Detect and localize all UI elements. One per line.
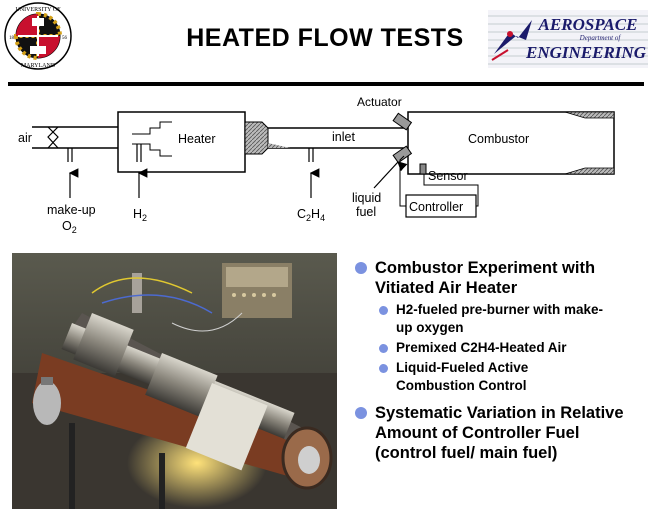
- heater-nozzle: [244, 121, 269, 155]
- bullet-dot-icon: [355, 262, 367, 274]
- subbullet-h2-preburner: H2-fueled pre-burner with make-up oxygen: [379, 301, 645, 337]
- label-liquid-fuel-1: liquid: [352, 191, 381, 205]
- bullet-text-line: Vitiated Air Heater: [375, 279, 518, 297]
- bullet-text-line: Premixed C2H4-Heated Air: [396, 340, 567, 355]
- heater-block: [117, 111, 246, 173]
- seal-bottom-text: MARYLAND: [21, 63, 56, 69]
- header-divider: [8, 82, 644, 86]
- bullet-text-line: Combustor Experiment with: [375, 259, 596, 277]
- actuator-lower-icon: [392, 145, 413, 164]
- label-controller: Controller: [409, 200, 463, 214]
- label-makeup: make-up: [47, 203, 96, 217]
- label-liquid-fuel-2: fuel: [356, 205, 376, 219]
- label-heater: Heater: [178, 132, 216, 146]
- bullet-dot-icon: [355, 407, 367, 419]
- label-air: air: [18, 131, 32, 145]
- bullet-text-line: (control fuel/ main fuel): [375, 444, 558, 462]
- test-rig-photo-icon: [12, 253, 337, 509]
- test-rig-photo: [12, 253, 337, 509]
- label-sensor: Sensor: [428, 169, 468, 183]
- university-of-maryland-seal-icon: UNIVERSITY OF MARYLAND 18 56: [4, 2, 72, 70]
- seal-year-right: 56: [62, 36, 68, 41]
- sensor-probe-icon: [419, 163, 427, 175]
- logo-line-aerospace: AEROSPACE: [538, 15, 638, 34]
- combustor-block: [407, 111, 615, 175]
- bullet-text-line: Liquid-Fueled Active: [396, 360, 529, 375]
- bullet-dot-icon: [379, 344, 388, 353]
- aerospace-engineering-logo-icon: AEROSPACE Department of ENGINEERING: [488, 10, 648, 68]
- label-c2h4: C2H4: [297, 207, 325, 223]
- label-o2: O2: [62, 219, 77, 235]
- subbullet-premixed-c2h4: Premixed C2H4-Heated Air: [379, 339, 645, 357]
- bullet-dot-icon: [379, 306, 388, 315]
- valve-icon: [47, 126, 59, 149]
- bullet-text-line: up oxygen: [396, 320, 464, 335]
- actuator-upper-icon: [392, 112, 413, 131]
- bullet-text-line: Amount of Controller Fuel: [375, 424, 580, 442]
- label-combustor: Combustor: [468, 132, 529, 146]
- label-h2: H2: [133, 207, 147, 223]
- label-inlet: inlet: [332, 130, 355, 144]
- logo-line-engineering: ENGINEERING: [525, 43, 647, 62]
- label-actuator: Actuator: [357, 95, 402, 109]
- bullet-dot-icon: [379, 364, 388, 373]
- bullet-text-line: Systematic Variation in Relative: [375, 404, 624, 422]
- flow-schematic-diagram: air Heater inlet Combustor Actuator Sens…: [18, 95, 615, 235]
- seal-year-left: 18: [9, 36, 15, 41]
- page-title: HEATED FLOW TESTS: [186, 24, 464, 52]
- seal-top-text: UNIVERSITY OF: [16, 7, 62, 13]
- logo-line-department: Department of: [579, 34, 622, 42]
- air-supply-pipe: [32, 126, 118, 149]
- bullet-text-line: Combustion Control: [396, 378, 527, 393]
- bullet-text-line: H2-fueled pre-burner with make-: [396, 302, 604, 317]
- aircraft-silhouette-icon: [494, 20, 532, 54]
